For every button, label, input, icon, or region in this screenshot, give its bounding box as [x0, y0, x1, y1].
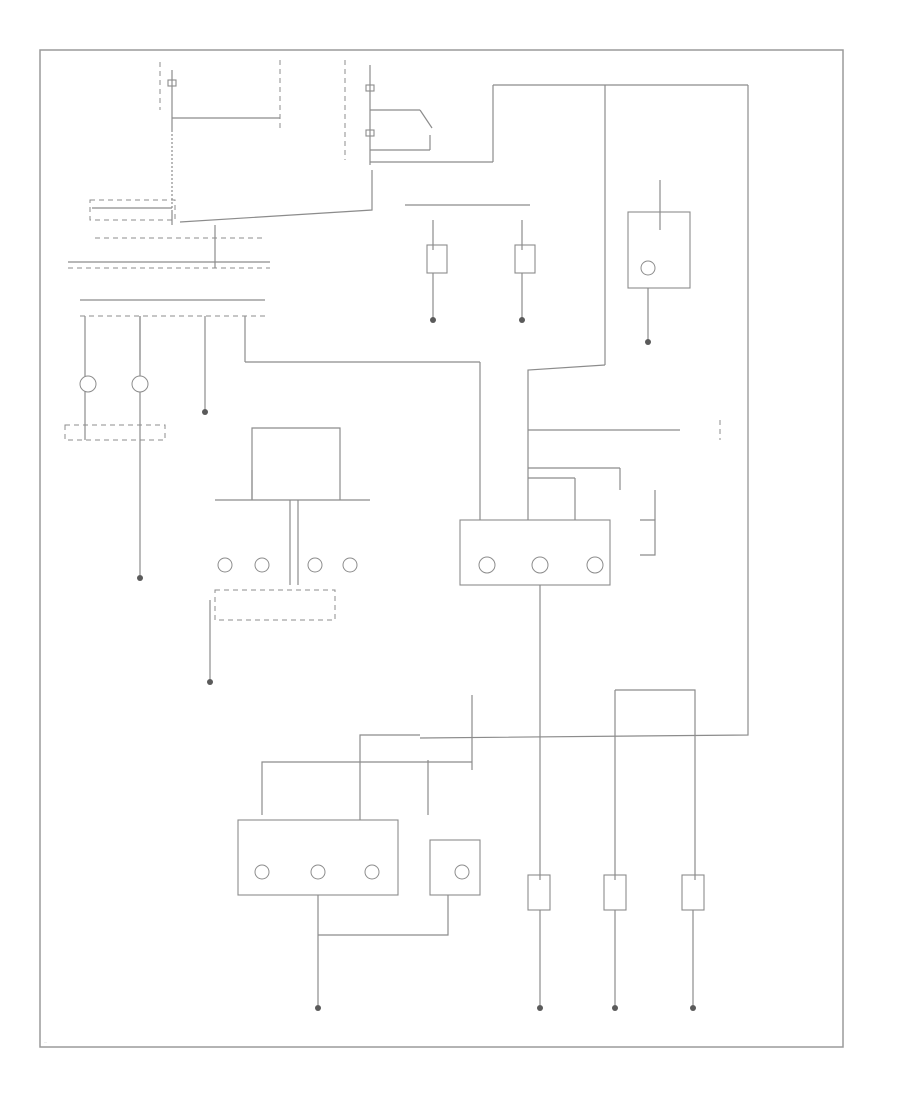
fuse-panel-center — [344, 60, 748, 165]
connector-left-dashed — [89, 199, 176, 221]
ground-bottom-left — [315, 1005, 321, 1011]
ground-relay — [645, 339, 651, 345]
center-switch-pair — [405, 204, 536, 323]
door-switch-pair — [207, 427, 370, 685]
wire-green-long-right — [419, 180, 749, 739]
ground-bottom-1 — [537, 1005, 543, 1011]
ground-left-1 — [137, 575, 143, 581]
page-code: ... — [44, 1040, 47, 1044]
ground-bottom-3 — [690, 1005, 696, 1011]
switch-right-center — [514, 244, 536, 274]
ground-door — [207, 679, 213, 685]
wire-red-bottom — [615, 689, 696, 880]
bottom-left-module — [237, 695, 481, 1011]
center-lower-module — [459, 362, 721, 690]
ground-center-1 — [430, 317, 436, 323]
relay-box-right — [627, 180, 691, 345]
bulb-left-2 — [131, 375, 149, 393]
bottom-lamps — [527, 874, 705, 1011]
left-module — [64, 299, 480, 581]
ground-bottom-2 — [612, 1005, 618, 1011]
bulb-left-1 — [79, 375, 97, 393]
switch-left-center — [426, 244, 448, 274]
fuse-panel-left — [159, 60, 281, 130]
ground-left-2 — [202, 409, 208, 415]
wire-pink — [179, 170, 373, 223]
diagram-frame — [39, 49, 844, 1048]
ground-center-2 — [519, 317, 525, 323]
